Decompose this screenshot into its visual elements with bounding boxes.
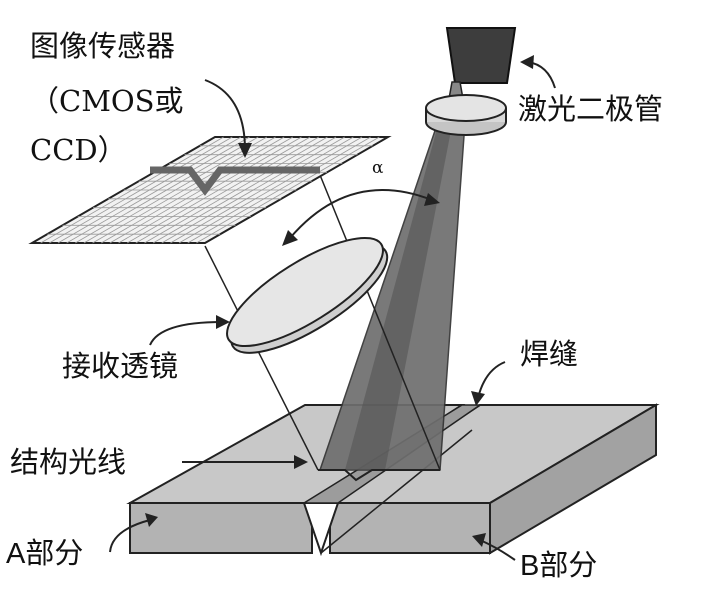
laser-body <box>445 27 517 84</box>
plate-a-front <box>129 502 313 554</box>
structured-light-line <box>318 469 440 482</box>
label-receiving-lens: 接收透镜 <box>62 349 179 383</box>
callout-arrowheads <box>145 55 534 547</box>
weld-groove-bottom-line <box>320 429 473 554</box>
label-weld-seam: 焊缝 <box>520 337 579 371</box>
reflected-light-path <box>204 174 441 471</box>
laser-collar-top <box>425 94 507 122</box>
label-image-sensor-line3: CCD） <box>30 133 127 167</box>
plate-b-side <box>489 403 657 555</box>
plate-b-front <box>329 502 491 554</box>
label-part-a: A部分 <box>6 538 84 570</box>
callout-arrows <box>109 61 556 561</box>
angle-arc-arrowhead-right <box>424 193 440 206</box>
laser-diode <box>425 27 517 136</box>
receiving-lens <box>226 236 389 354</box>
angle-arc <box>289 189 433 239</box>
label-part-b: B部分 <box>520 550 598 582</box>
label-angle-alpha: α <box>372 158 384 178</box>
lens-face <box>226 236 384 348</box>
image-sensor <box>28 136 392 244</box>
label-image-sensor-line1: 图像传感器 <box>30 29 176 63</box>
label-image-sensor-line2: （CMOS或 <box>30 84 184 118</box>
sensor-profile <box>150 166 320 196</box>
label-laser-diode: 激光二极管 <box>518 92 664 126</box>
label-structured-light: 结构光线 <box>10 445 127 479</box>
angle-arc-arrowhead-left <box>282 230 298 246</box>
sensor-grid <box>40 136 380 244</box>
